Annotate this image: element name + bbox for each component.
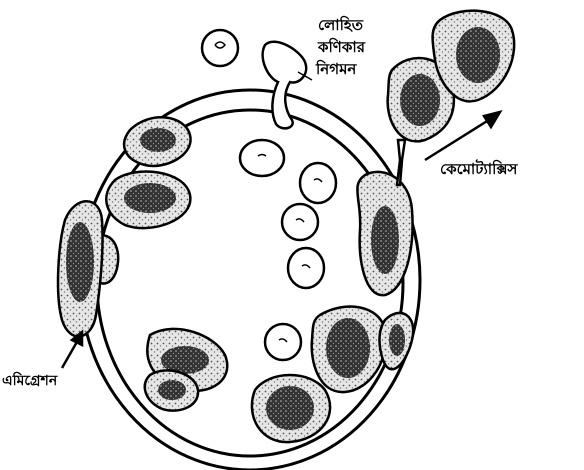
emigrating-leukocyte bbox=[58, 201, 103, 336]
arrow-head bbox=[484, 112, 500, 127]
rbc bbox=[300, 163, 336, 203]
label-migration: এমিগ্রেশন bbox=[2, 374, 57, 388]
leukocyte-nucleus bbox=[326, 318, 370, 378]
emigrating-cell-nucleus bbox=[66, 222, 94, 302]
leukocyte-nucleus bbox=[371, 206, 399, 274]
rbc bbox=[240, 140, 284, 176]
red-blood-cells bbox=[202, 30, 336, 360]
rbc bbox=[265, 324, 301, 360]
chemotaxis-cell-group bbox=[388, 11, 515, 185]
rbc-diapedesis bbox=[263, 42, 307, 129]
label-chemotaxis: কেমোট্যাক্সিস bbox=[440, 162, 517, 177]
leukocyte-nucleus bbox=[158, 380, 186, 400]
leukocyte-nucleus bbox=[389, 324, 405, 356]
label-rbc-line2: কণিকার bbox=[318, 40, 365, 55]
rbc bbox=[282, 204, 318, 240]
emigration-arrow bbox=[62, 332, 82, 368]
leukocyte-nucleus bbox=[124, 183, 176, 213]
leukocyte-nucleus bbox=[140, 128, 176, 152]
label-rbc-line3: নিগমন bbox=[316, 62, 356, 77]
leukocyte-nucleus bbox=[456, 27, 500, 83]
pseudopod-tail bbox=[397, 140, 405, 185]
rbc bbox=[288, 248, 324, 288]
label-rbc-line1: লোহিত bbox=[318, 18, 363, 33]
leukocyte-nucleus bbox=[400, 74, 440, 126]
arrow-shaft bbox=[62, 340, 78, 368]
leukocyte-nucleus bbox=[266, 386, 314, 430]
